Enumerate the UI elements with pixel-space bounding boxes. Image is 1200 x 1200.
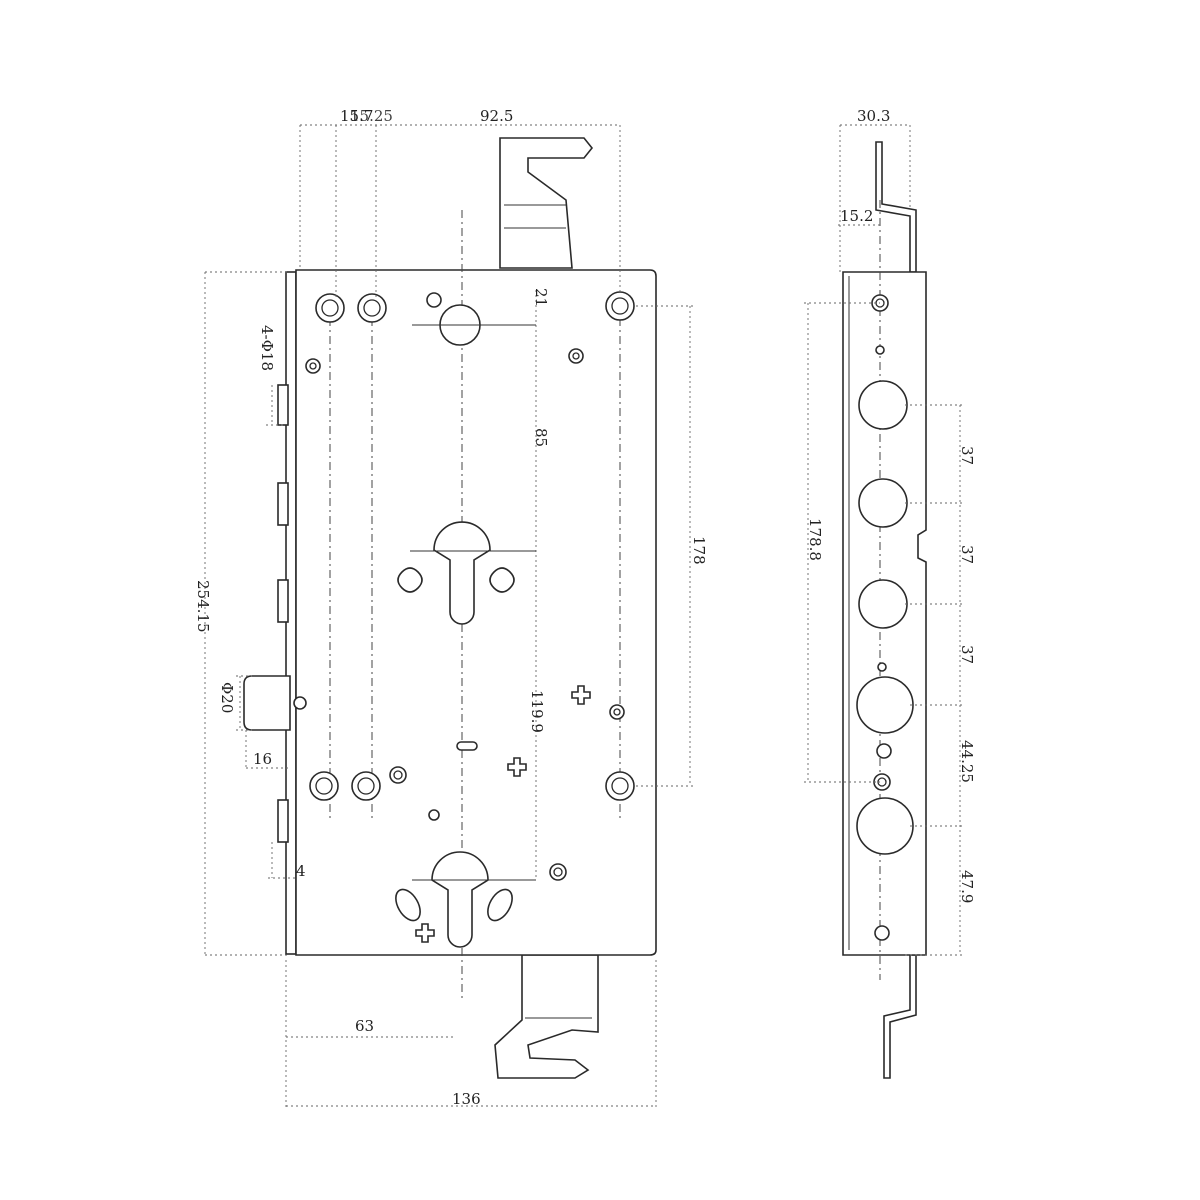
dim-latch-offset: 4 <box>296 862 306 880</box>
dim-gap-1: 37 <box>958 446 976 465</box>
cylinder-cutout <box>433 521 491 625</box>
bottom-hook-bolt <box>494 954 599 1079</box>
dim-side-span: 178.8 <box>806 518 824 561</box>
side-hole <box>858 579 908 629</box>
mounting-hole <box>357 293 387 323</box>
dim-top-span: 92.5 <box>480 107 513 125</box>
dim-gap-2: 37 <box>958 545 976 564</box>
dim-top-left-b: 15.25 <box>350 107 393 125</box>
dim-gap-3: 37 <box>958 645 976 664</box>
dim-side-offset: 15.2 <box>840 207 873 225</box>
dim-deadbolt-dia: Φ20 <box>218 682 236 713</box>
side-hole <box>858 380 908 430</box>
dim-178: 178 <box>690 536 708 565</box>
front-view: 15.7 15.25 92.5 4-Φ18 254.15 Φ20 16 4 21… <box>194 107 708 1110</box>
dim-height: 254.15 <box>194 580 212 633</box>
side-hole <box>856 797 914 855</box>
mounting-hole <box>315 293 345 323</box>
bottom-rod <box>883 954 917 1079</box>
side-hole <box>858 478 908 528</box>
dim-gap-5: 47.9 <box>958 870 976 903</box>
front-dimensions <box>204 124 695 1110</box>
side-hole <box>856 676 914 734</box>
dim-119: 119.9 <box>528 690 546 733</box>
dim-gap-4: 44.25 <box>958 740 976 783</box>
side-view: 30.3 15.2 178.8 37 37 37 44.25 47.9 <box>804 107 976 1079</box>
dim-deadbolt-offset: 16 <box>253 750 272 768</box>
dim-21: 21 <box>532 288 550 307</box>
dim-side-width: 30.3 <box>857 107 890 125</box>
mounting-hole <box>605 771 635 801</box>
dim-63: 63 <box>355 1017 374 1035</box>
dim-136: 136 <box>452 1090 481 1108</box>
deadbolt <box>243 675 291 731</box>
dim-holes: 4-Φ18 <box>258 325 276 371</box>
side-dimensions <box>804 124 965 956</box>
mounting-hole <box>351 771 381 801</box>
mounting-hole <box>309 771 339 801</box>
lock-case <box>295 269 657 956</box>
dim-top-left-a: 15.7 <box>340 107 373 125</box>
top-hook-bolt <box>499 137 594 269</box>
mounting-hole <box>605 291 635 321</box>
dim-85: 85 <box>532 428 550 447</box>
